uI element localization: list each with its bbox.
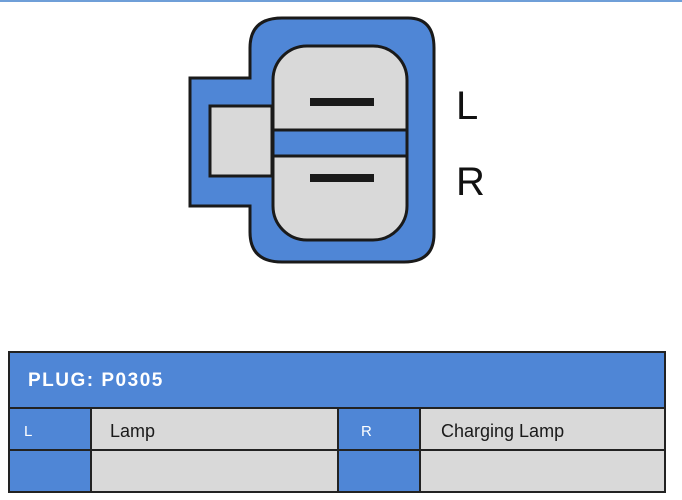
table-row-1-code-1: L bbox=[10, 409, 92, 451]
table-row-2-code-1 bbox=[10, 451, 92, 491]
terminal-l bbox=[310, 98, 374, 106]
pin-label-l: L bbox=[456, 84, 479, 128]
terminal-r bbox=[310, 174, 374, 182]
table-row-2-code-2 bbox=[339, 451, 421, 491]
table-row-2-desc-1 bbox=[92, 451, 339, 491]
table-row-1-desc-2: Charging Lamp bbox=[421, 409, 664, 451]
connector-divider bbox=[271, 128, 409, 158]
table-row-2-desc-2 bbox=[421, 451, 664, 491]
pin-code: R bbox=[361, 423, 372, 440]
pin-code: L bbox=[24, 423, 33, 440]
table-row-1-code-2: R bbox=[339, 409, 421, 451]
connector-tab bbox=[208, 104, 274, 178]
pin-description: Charging Lamp bbox=[441, 421, 565, 441]
table-row-1-desc-1: Lamp bbox=[92, 409, 339, 451]
plug-header: PLUG: P0305 bbox=[10, 353, 664, 409]
pin-description: Lamp bbox=[110, 421, 156, 441]
plug-table: PLUG: P0305 L Lamp R Charging Lamp bbox=[8, 351, 666, 493]
top-divider bbox=[0, 0, 682, 2]
plug-title: PLUG: P0305 bbox=[28, 370, 164, 391]
pin-label-r: R bbox=[456, 160, 485, 204]
connector-diagram bbox=[188, 16, 436, 264]
